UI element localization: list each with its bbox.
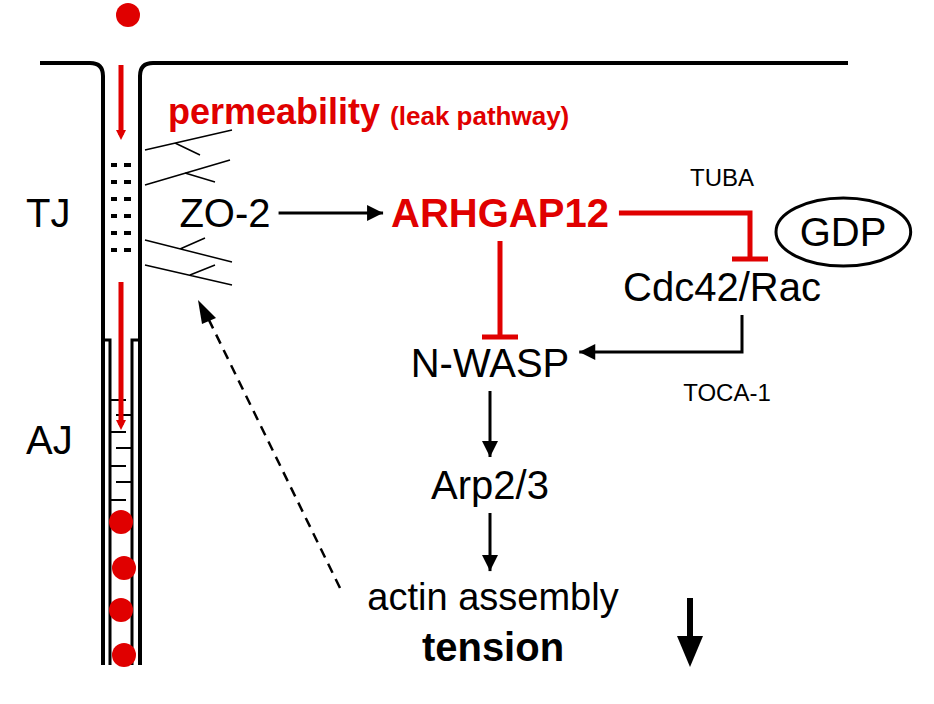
tight-junction-strands xyxy=(111,165,131,250)
junction-label: TJ xyxy=(26,191,70,235)
inhibition-connector xyxy=(619,213,768,259)
permeability-flow xyxy=(109,3,140,667)
feedback-arrow xyxy=(198,300,340,588)
outcome-label: actin assembly tension xyxy=(363,575,622,671)
node-text: ARHGAP12 xyxy=(391,191,609,235)
node-text: tension xyxy=(367,625,618,669)
node-text: Arp2/3 xyxy=(431,463,549,507)
activation-connector xyxy=(579,315,742,360)
nucleotide-ellipse: GDP xyxy=(774,196,913,268)
node-text: actin assembly xyxy=(367,577,618,619)
node-text: GDP xyxy=(800,210,887,254)
protein-label: Cdc42/Rac xyxy=(619,263,825,311)
edge-label: TOCA-1 xyxy=(681,380,773,406)
activation-connector xyxy=(482,513,498,571)
junction-label: AJ xyxy=(26,418,73,462)
protein-label: ARHGAP12 xyxy=(387,189,613,237)
node-text: N-WASP xyxy=(411,341,570,385)
protein-label: Arp2/3 xyxy=(427,461,553,509)
protein-label: N-WASP xyxy=(407,339,574,387)
inhibition-connector xyxy=(482,241,518,337)
activation-connector xyxy=(482,391,498,457)
node-text: Cdc42/Rac xyxy=(623,265,821,309)
membrane xyxy=(40,63,848,665)
node-text: ZO-2 xyxy=(179,191,270,235)
permeability-label: permeability xyxy=(168,92,380,132)
permeability-note: (leak pathway) xyxy=(390,102,569,131)
edge-label: TUBA xyxy=(688,165,756,191)
activation-connector xyxy=(279,205,384,221)
protein-label: ZO-2 xyxy=(175,189,274,237)
decrease-arrow xyxy=(677,598,703,667)
